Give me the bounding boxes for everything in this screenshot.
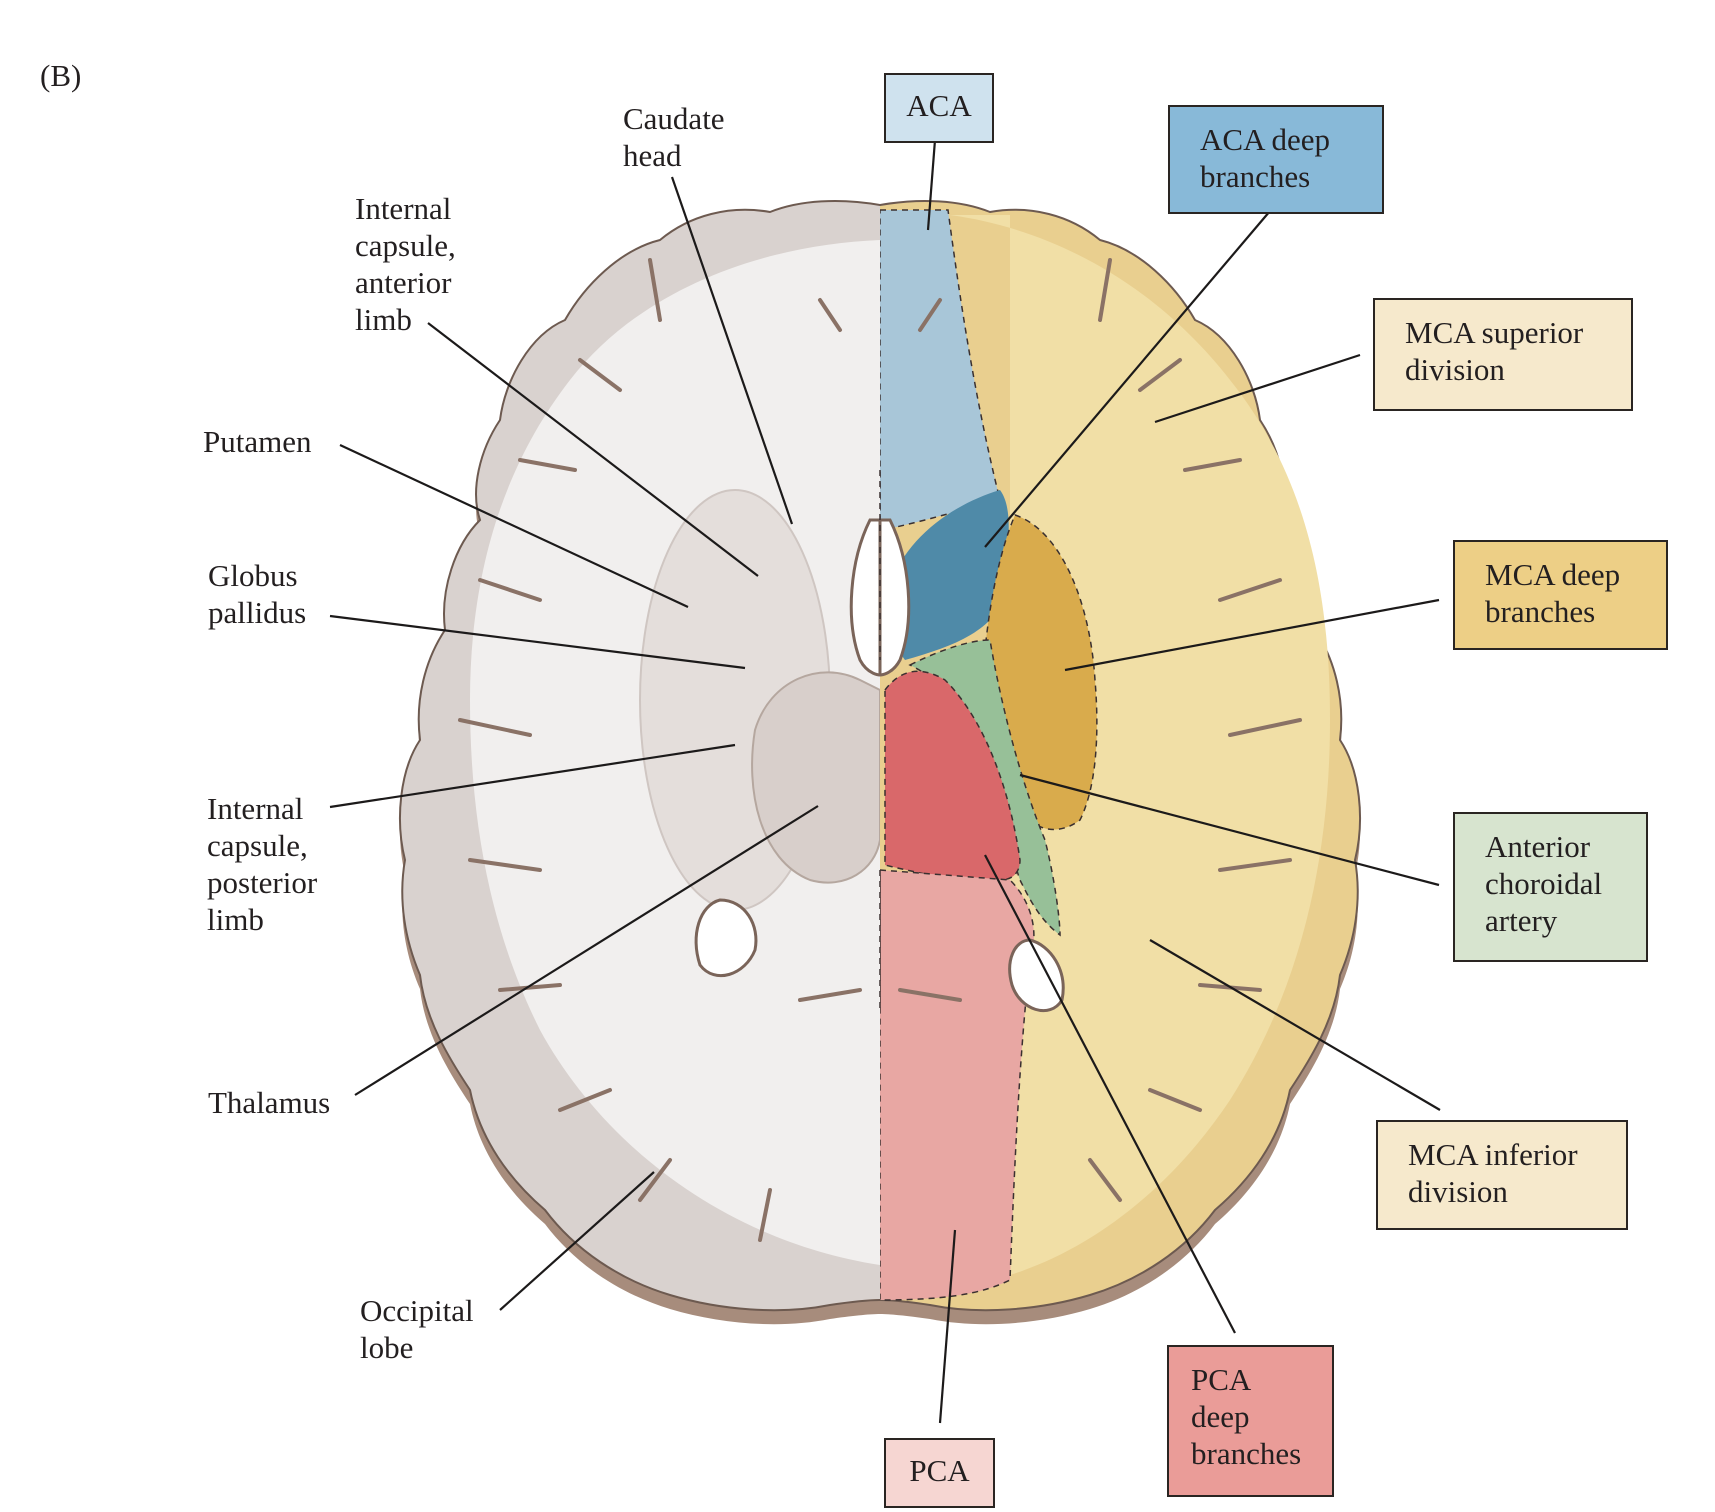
aca-deep-territory: [888, 490, 1009, 660]
leader-caudate-head: [670, 176, 794, 525]
leader-internal-capsule-posterior: [329, 743, 736, 809]
box-mca-superior-division: MCA superior division: [1373, 298, 1633, 411]
leader-mca-inferior: [1149, 939, 1441, 1111]
label-thalamus: Thalamus: [208, 1085, 331, 1120]
label-putamen: Putamen: [203, 424, 312, 459]
leader-aca: [926, 139, 937, 231]
label-internal-capsule-anterior-limb: Internal capsule, anterior limb: [355, 191, 456, 337]
panel-label: (B): [40, 58, 82, 93]
leader-globus-pallidus: [329, 614, 746, 670]
leader-pca: [938, 1229, 957, 1424]
box-aca-deep-branches: ACA deep branches: [1168, 105, 1384, 214]
label-caudate-head: Caudate head: [623, 101, 725, 173]
aca-territory: [880, 209, 1001, 531]
leader-mca-deep: [1064, 598, 1440, 672]
leader-internal-capsule-anterior: [427, 322, 759, 577]
box-aca: ACA: [884, 73, 994, 143]
label-globus-pallidus: Globus pallidus: [208, 558, 307, 630]
left-hemisphere: [399, 199, 880, 1312]
leader-putamen: [339, 444, 689, 608]
box-pca: PCA: [884, 1438, 995, 1508]
right-hemisphere: [880, 199, 1361, 1312]
box-mca-deep-branches: MCA deep branches: [1453, 540, 1668, 650]
label-internal-capsule-posterior-limb: Internal capsule, posterior limb: [207, 791, 318, 937]
leader-occipital-lobe: [499, 1171, 655, 1311]
leader-pca-deep: [984, 854, 1236, 1334]
leader-aca-deep: [984, 210, 1271, 548]
leader-mca-superior: [1154, 353, 1361, 424]
box-mca-inferior-division: MCA inferior division: [1376, 1120, 1628, 1230]
pca-territory: [880, 869, 1035, 1301]
leader-lines: [329, 139, 1441, 1424]
anterior-choroidal-territory: [908, 639, 1061, 937]
label-occipital-lobe: Occipital lobe: [360, 1293, 474, 1365]
leader-anterior-choroidal: [1019, 773, 1440, 887]
leader-thalamus: [354, 805, 819, 1096]
box-anterior-choroidal-artery: Anterior choroidal artery: [1453, 812, 1648, 962]
box-pca-deep-branches: PCA deep branches: [1167, 1345, 1334, 1497]
